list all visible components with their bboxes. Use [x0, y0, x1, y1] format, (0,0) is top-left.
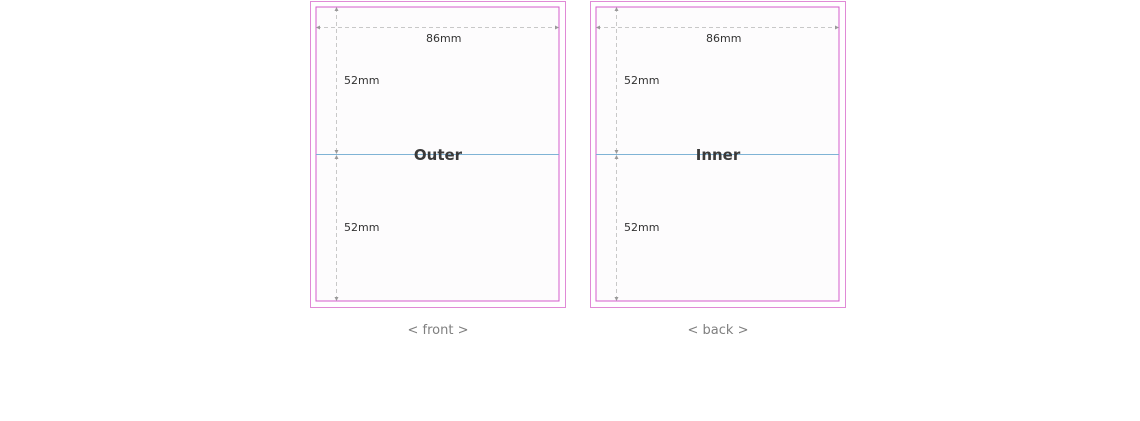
back-bottom-height-down-arrow: [614, 297, 619, 301]
front-bottom-height-label: 52mm: [344, 221, 380, 234]
front-top-height-down-arrow: [334, 150, 339, 154]
back-panel-title: Inner: [695, 146, 741, 164]
back-width-left-arrow: [596, 25, 600, 30]
front-width-label: 86mm: [426, 32, 462, 45]
front-top-height-up-arrow: [334, 7, 339, 11]
front-top-height-label: 52mm: [344, 74, 380, 87]
back-top-height-down-arrow: [614, 150, 619, 154]
front-width-left-arrow: [316, 25, 320, 30]
back-bottom-height-up-arrow: [614, 155, 619, 159]
front-bottom-height-up-arrow: [334, 155, 339, 159]
front-bottom-height-down-arrow: [334, 297, 339, 301]
back-top-height-label: 52mm: [624, 74, 660, 87]
back-width-label: 86mm: [706, 32, 742, 45]
back-panel-diagram: [590, 1, 846, 308]
front-panel-diagram: [310, 1, 566, 308]
front-caption: < front >: [407, 323, 469, 338]
front-width-right-arrow: [555, 25, 559, 30]
front-panel-title: Outer: [413, 146, 463, 164]
back-bottom-height-label: 52mm: [624, 221, 660, 234]
back-width-right-arrow: [835, 25, 839, 30]
back-panel: 86mm 52mm 52mm Inner: [590, 1, 846, 308]
back-top-height-up-arrow: [614, 7, 619, 11]
front-panel: 86mm 52mm 52mm Outer: [310, 1, 566, 308]
back-caption: < back >: [687, 323, 749, 338]
